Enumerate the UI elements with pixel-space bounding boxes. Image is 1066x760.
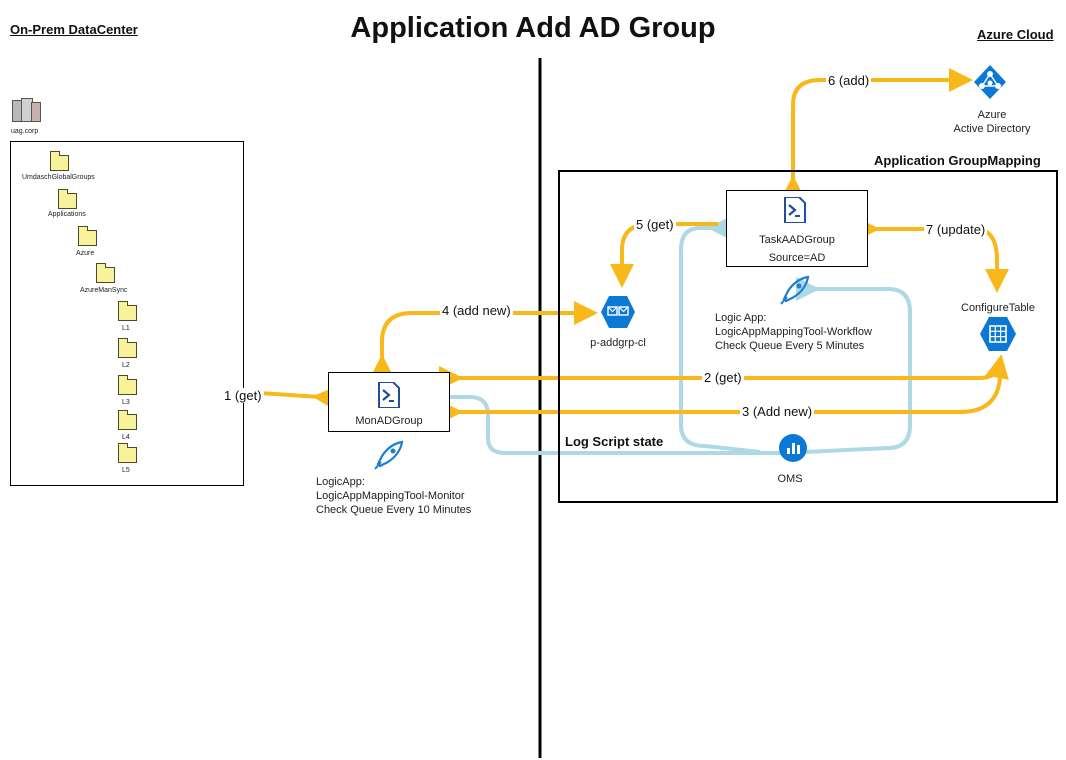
powershell-icon <box>377 382 401 408</box>
edge-label-6: 6 (add) <box>826 73 872 88</box>
queue-label: p-addgrp-cl <box>590 337 646 349</box>
flow-3-add-new <box>439 377 1002 424</box>
tree-node: Applications <box>48 211 86 218</box>
group-mapping-container <box>558 170 1058 503</box>
task-logic-schedule: Check Queue Every 5 Minutes <box>715 340 865 352</box>
task-aad-group-label: TaskAADGroup <box>759 234 835 246</box>
log-flow-task-oms <box>679 216 761 454</box>
group-mapping-label: Application GroupMapping <box>874 153 1041 168</box>
edge-label-7: 7 (update) <box>924 222 988 237</box>
folder-icon <box>118 443 137 463</box>
folder-icon <box>58 189 77 209</box>
folder-icon <box>78 226 97 246</box>
edge-label-4: 4 (add new) <box>440 303 513 318</box>
mon-ad-group-node[interactable]: MonADGroup <box>328 372 450 432</box>
rocket-icon <box>778 275 812 305</box>
tree-node: L1 <box>122 325 130 332</box>
oms-label: OMS <box>777 473 803 485</box>
flow-2-get <box>439 354 1009 390</box>
config-table-label: ConfigureTable <box>961 302 1035 314</box>
edge-label-5: 5 (get) <box>634 217 676 232</box>
tree-node: L5 <box>122 467 130 474</box>
onprem-label: On-Prem DataCenter <box>10 22 138 37</box>
azure-label: Azure Cloud <box>977 27 1054 42</box>
flow-6-add <box>781 68 973 199</box>
aad-label-line2: Active Directory <box>953 123 1031 135</box>
tree-node: Azure <box>76 250 95 257</box>
folder-icon <box>118 410 137 430</box>
flow-4-add-new <box>370 301 598 378</box>
task-logic-label: Logic App: <box>715 312 767 324</box>
mon-logic-schedule: Check Queue Every 10 Minutes <box>316 504 472 516</box>
tree-node: AzureManSync <box>80 287 128 294</box>
oms-icon <box>777 432 809 464</box>
folder-icon <box>118 301 137 321</box>
aad-label-line1: Azure <box>977 109 1007 121</box>
table-storage-icon <box>979 315 1017 353</box>
folder-icon <box>50 151 69 171</box>
mon-ad-group-label: MonADGroup <box>355 415 423 427</box>
edge-label-2: 2 (get) <box>702 370 744 385</box>
tree-node: L4 <box>122 434 130 441</box>
folder-icon <box>118 338 137 358</box>
task-source-label: Source=AD <box>768 252 826 264</box>
storage-queue-icon <box>600 294 636 330</box>
edge-label-3: 3 (Add new) <box>740 404 815 419</box>
mon-logic-label: LogicApp: <box>316 476 365 488</box>
task-aad-group-node[interactable]: TaskAADGroup Source=AD <box>726 190 868 267</box>
azure-active-directory-icon <box>972 64 1008 100</box>
mon-logic-name: LogicAppMappingTool-Monitor <box>316 490 465 502</box>
folder-icon <box>96 263 115 283</box>
powershell-icon <box>783 197 807 223</box>
edge-label-1: 1 (get) <box>222 388 264 403</box>
tree-root-label: uag.corp <box>11 128 39 135</box>
log-script-state-label: Log Script state <box>565 434 664 449</box>
folder-icon <box>118 375 137 395</box>
tree-node: L3 <box>122 399 130 406</box>
tree-node: UmdaschGlobalGroups <box>22 174 95 181</box>
tree-node: L2 <box>122 362 130 369</box>
task-logic-name: LogicAppMappingTool-Workflow <box>715 326 872 338</box>
rocket-icon <box>372 440 406 470</box>
log-flow-mon-oms <box>402 385 790 455</box>
diagram-title: Application Add AD Group <box>350 12 716 44</box>
